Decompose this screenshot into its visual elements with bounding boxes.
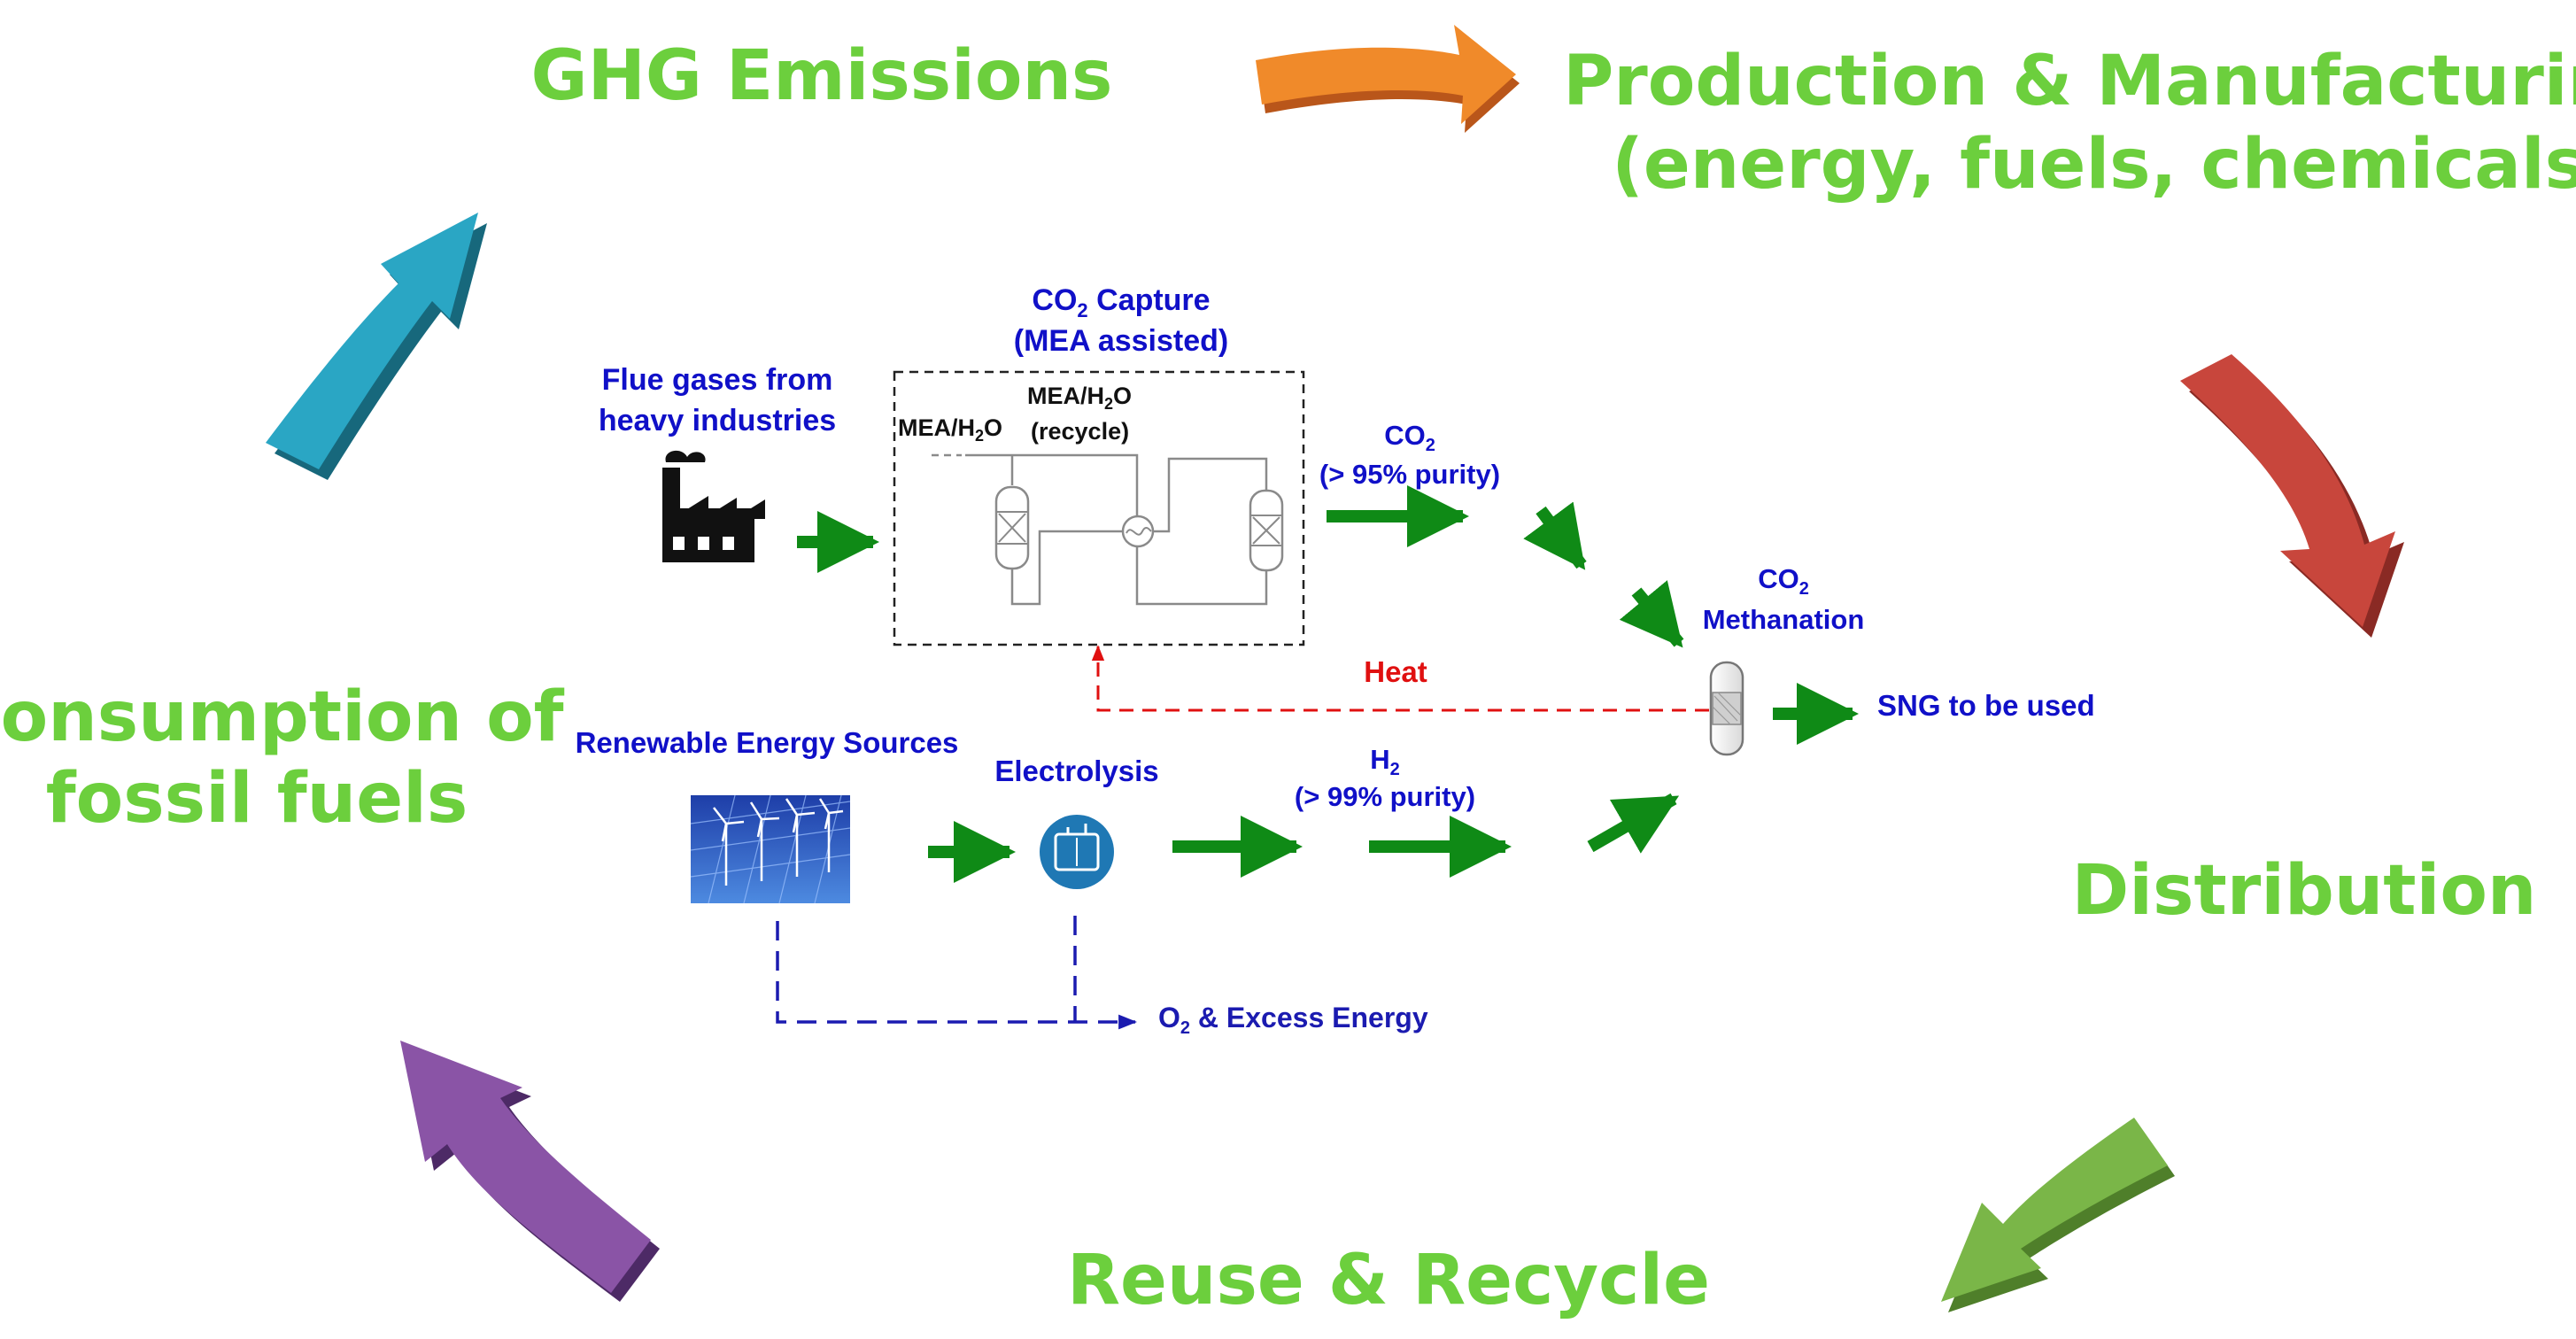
cycle-label-distribution: Distribution: [2072, 851, 2537, 931]
cycle-arrow-orange: [1256, 25, 1520, 133]
sng-label: SNG to be used: [1877, 689, 2095, 722]
cycle-label-fossil-fuels: fossil fuels: [46, 759, 468, 839]
cycle-label-production: Production & Manufacturing: [1563, 42, 2576, 121]
mea-h2o-recycle-label: MEA/H2O: [1027, 383, 1132, 413]
flue-gases-label: Flue gases from: [602, 363, 833, 397]
capture-piping: [932, 453, 1268, 606]
cycle-label-reuse-recycle: Reuse & Recycle: [1067, 1241, 1710, 1320]
heat-exchanger-icon: [1121, 515, 1155, 548]
cycle-label-consumption: Consumption of: [0, 677, 565, 757]
methanation-reactor-icon: [1709, 661, 1744, 756]
flow-arrow-co2-diagonal-1: [1523, 501, 1587, 570]
h2-label: H2: [1370, 744, 1400, 779]
flow-arrow-co2-diagonal-2: [1619, 580, 1684, 648]
methanation-co2-label: CO2: [1758, 563, 1809, 599]
capture-unit-box: [893, 370, 1305, 646]
mea-h2o-label: MEA/H2O: [898, 414, 1002, 445]
stripper-column-icon: [1249, 489, 1284, 572]
capture-title: CO2 Capture: [1032, 283, 1210, 321]
factory-icon: [662, 450, 765, 562]
o2-excess-energy-label: O2 & Excess Energy: [1158, 1002, 1428, 1038]
cycle-arrow-green: [1941, 1118, 2175, 1312]
heat-recycle-line: [1091, 645, 1709, 712]
heavy-industries-label: heavy industries: [599, 404, 836, 437]
flow-arrow-h2-diagonal: [1587, 793, 1680, 854]
cycle-arrow-purple: [400, 1041, 660, 1302]
heat-label: Heat: [1364, 655, 1427, 688]
electrolysis-label: Electrolysis: [994, 755, 1158, 787]
solar-wind-icon: [690, 794, 851, 904]
cycle-label-production-detail: (energy, fuels, chemicals): [1612, 125, 2576, 205]
cycle-arrow-teal: [266, 213, 487, 480]
o2-excess-energy-line: [776, 916, 1138, 1030]
methanation-label: Methanation: [1703, 604, 1865, 635]
cycle-arrow-red: [2180, 354, 2404, 638]
renewable-sources-label: Renewable Energy Sources: [576, 726, 959, 759]
absorber-column-icon: [994, 485, 1030, 570]
cycle-label-ghg-emissions: GHG Emissions: [531, 36, 1113, 116]
mea-recycle-note: (recycle): [1031, 418, 1129, 445]
h2-purity-label: (> 99% purity): [1295, 781, 1475, 812]
co2-stream-label: CO2: [1384, 420, 1435, 455]
electrolyzer-icon: [1040, 815, 1114, 889]
capture-subtitle: (MEA assisted): [1014, 324, 1228, 358]
co2-purity-label: (> 95% purity): [1319, 459, 1500, 490]
